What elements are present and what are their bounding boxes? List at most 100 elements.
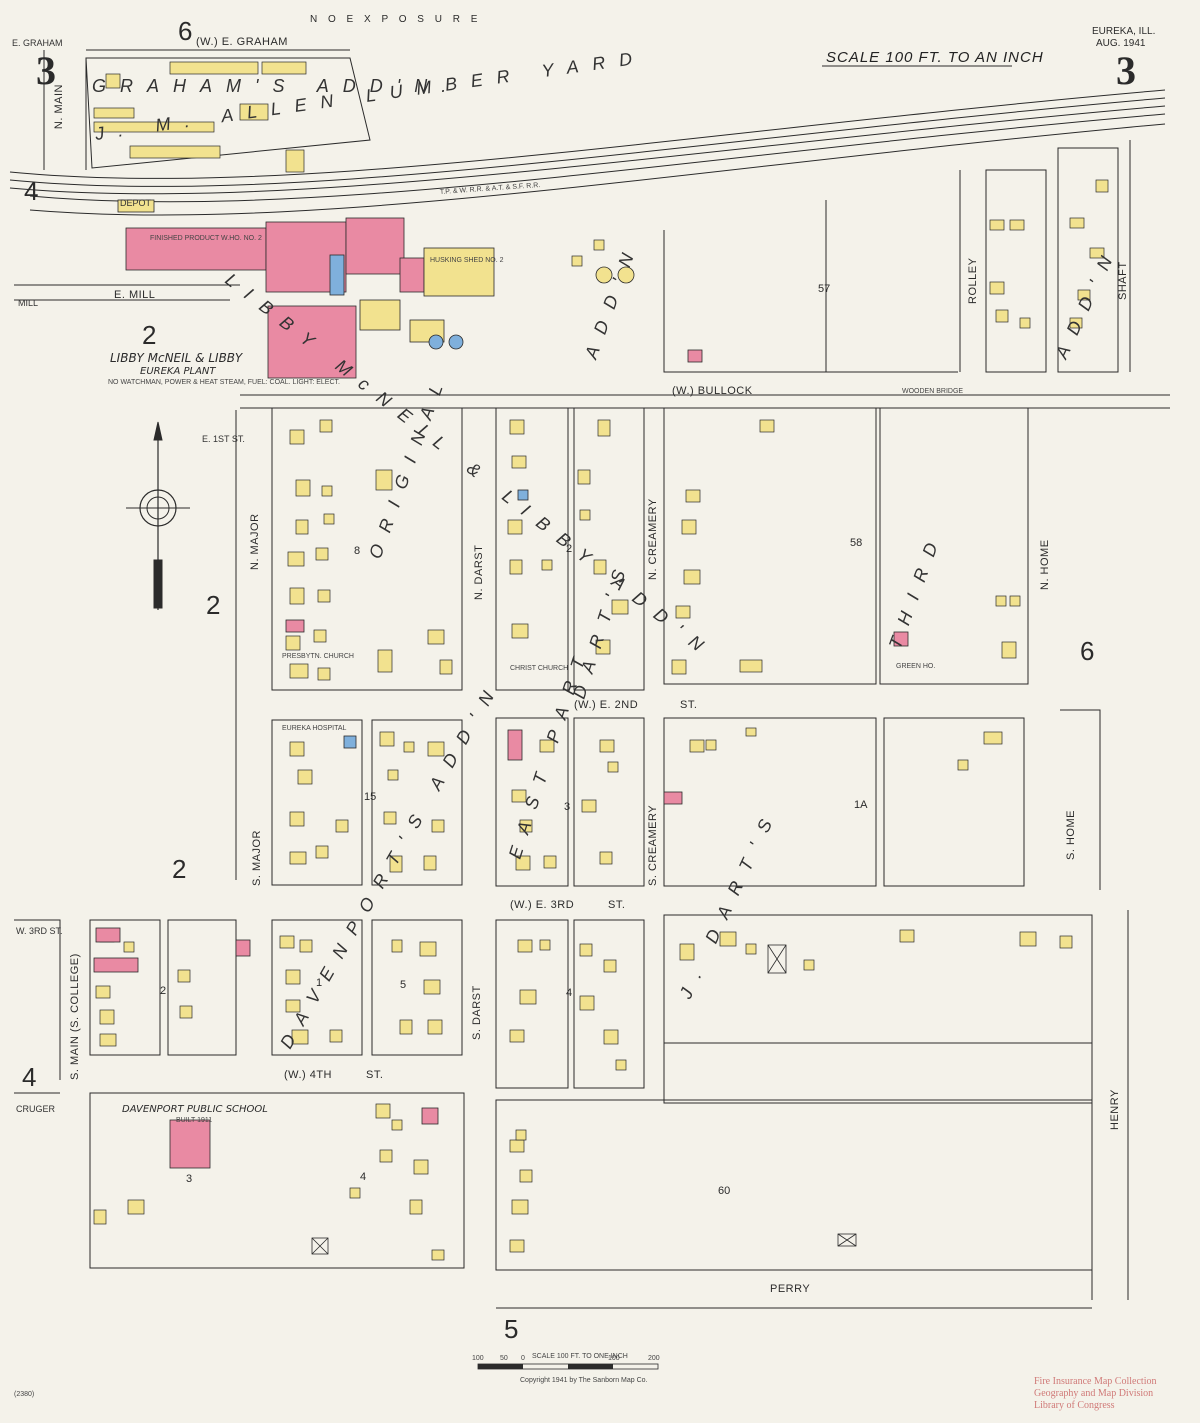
dwelling-footprint <box>519 989 537 1005</box>
dwelling-footprint <box>571 255 583 267</box>
dwelling-footprint <box>287 551 305 567</box>
lumber-shed-4 <box>93 121 215 133</box>
dwelling-footprint <box>671 659 687 675</box>
dwelling-footprint <box>123 941 135 953</box>
libby-warehouse-lower <box>267 305 357 379</box>
dwelling-footprint <box>515 1129 527 1141</box>
railroad-track-1 <box>9 89 1166 179</box>
dwelling-footprint <box>399 1019 413 1035</box>
dwelling-footprint <box>541 559 553 571</box>
davenport-school-label: DAVENPORT PUBLIC SCHOOL <box>122 1104 268 1115</box>
scale-tick-4: 200 <box>648 1355 660 1362</box>
dwelling-footprint <box>315 547 329 561</box>
finished-products-label: FINISHED PRODUCT W.HO. NO. 2 <box>150 235 262 242</box>
dwelling-footprint <box>289 811 305 827</box>
adjoining-sheet-left-lower: 4 <box>22 1062 36 1092</box>
open-shed-3 <box>837 1233 857 1247</box>
block-3-east <box>573 717 645 887</box>
dwelling-footprint <box>739 659 763 673</box>
library-note-2: Geography and Map Division <box>1034 1388 1153 1399</box>
brick-dwelling-school-block <box>421 1107 439 1125</box>
block-3-west <box>495 717 569 887</box>
fourth-street-label: (W.) 4TH <box>284 1069 332 1081</box>
dwelling-footprint <box>317 667 331 681</box>
shaft-street-label: SHAFT <box>1117 261 1129 300</box>
dwelling-footprint <box>409 1199 423 1215</box>
scale-tick-2: 0 <box>521 1355 525 1362</box>
dwelling-footprint <box>511 623 529 639</box>
dwelling-footprint <box>509 419 525 435</box>
e-mill-street-label: E. MILL <box>114 289 155 301</box>
dwelling-footprint <box>279 935 295 949</box>
dwelling-footprint <box>285 999 301 1013</box>
stone-building-hospital <box>343 735 357 749</box>
libby-plant-title: LIBBY McNEIL & LIBBY <box>110 351 244 365</box>
dwelling-footprint <box>593 239 605 251</box>
open-shed-3-x <box>837 1233 857 1247</box>
adjoining-sheet-right: 6 <box>1080 636 1094 666</box>
dwelling-footprint <box>1059 935 1073 949</box>
s-creamery-street-label: S. CREAMERY <box>647 805 659 886</box>
dwelling-footprint <box>579 995 595 1011</box>
dwelling-footprint <box>803 959 815 971</box>
dwelling-footprint <box>289 851 307 865</box>
block-shaft-west <box>1057 147 1119 373</box>
dwelling-footprint <box>509 1029 525 1043</box>
footer-corner-code: (2380) <box>14 1391 34 1398</box>
libby-water-tank-2 <box>448 334 464 350</box>
dwelling-footprint <box>511 1199 529 1215</box>
library-note-3: Library of Congress <box>1034 1400 1115 1411</box>
open-shed-1-x <box>767 944 787 974</box>
adjoining-sheet-mid-3: 2 <box>172 854 186 884</box>
place-label: EUREKA, ILL. <box>1092 26 1155 37</box>
scale-bar-fill-2 <box>568 1364 613 1369</box>
dwelling-footprint <box>383 811 397 825</box>
block-4-label: 4 <box>566 987 572 999</box>
silo-2 <box>617 266 635 284</box>
libby-stone-section <box>329 254 345 296</box>
libby-shed-pink <box>399 257 425 293</box>
open-shed-2 <box>311 1237 329 1255</box>
dwelling-footprint <box>335 819 349 833</box>
green-house-building <box>893 631 909 647</box>
green-house-label: GREEN HO. <box>896 663 935 670</box>
dwelling-footprint <box>1077 289 1091 301</box>
block-1-label: 1 <box>316 977 322 989</box>
footer-copyright: Copyright 1941 by The Sanborn Map Co. <box>520 1377 648 1384</box>
block-darst-north-a <box>495 407 569 691</box>
dwelling-footprint <box>519 819 533 833</box>
w-mill-label: MILL <box>18 298 38 308</box>
vacant-structures <box>311 944 857 1255</box>
sheet-number-left: 3 <box>36 48 56 93</box>
adjoining-sheet-top: 6 <box>178 16 192 46</box>
dwelling-footprint <box>285 635 301 651</box>
dwelling-footprint <box>705 739 717 751</box>
library-note-1: Fire Insurance Map Collection <box>1034 1376 1156 1387</box>
dwelling-footprint <box>597 419 611 437</box>
dwelling-footprint <box>317 589 331 603</box>
depot-label: DEPOT <box>120 198 152 208</box>
dwelling-footprint <box>423 855 437 871</box>
dwelling-footprint <box>319 419 333 433</box>
dwelling-footprint <box>423 979 441 995</box>
fourth-st-suffix: ST. <box>366 1069 383 1081</box>
scale-tick-1: 50 <box>500 1355 508 1362</box>
block-4-school-label: 4 <box>360 1171 366 1183</box>
dwelling-footprint <box>581 799 597 813</box>
lumber-shed-6 <box>129 145 221 159</box>
hospital-building-1 <box>95 927 121 943</box>
dwelling-footprint <box>289 587 305 605</box>
n-major-street-label: N. MAJOR <box>249 513 261 570</box>
block-4-east <box>573 919 645 1089</box>
block-davenport-3 <box>271 919 363 1056</box>
no-exposure-label: N O E X P O S U R E <box>310 14 481 25</box>
s-home-street-label: S. HOME <box>1065 810 1077 860</box>
compass-tail <box>153 559 163 609</box>
dwelling-footprint <box>983 731 1003 745</box>
dwelling-footprint <box>689 739 705 753</box>
dwelling-footprint <box>509 1139 525 1153</box>
dwelling-footprint <box>1001 641 1017 659</box>
adjoining-sheet-left-upper: 4 <box>24 176 38 206</box>
